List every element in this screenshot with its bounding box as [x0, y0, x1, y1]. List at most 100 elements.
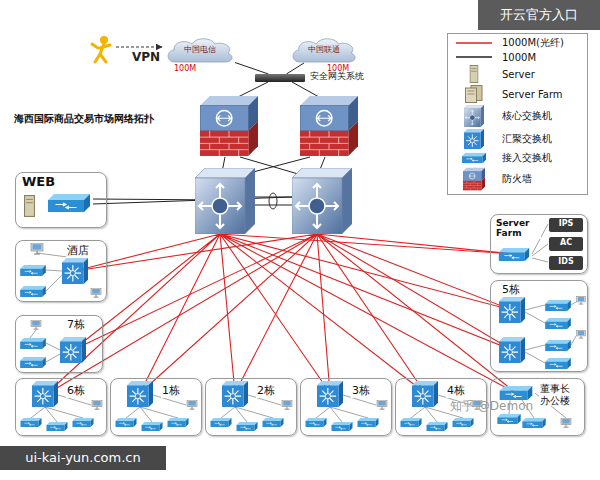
illustration-part: [453, 418, 474, 427]
illustration-part: [282, 400, 292, 409]
illustration-part: [92, 44, 110, 62]
legend-icon: [470, 65, 478, 82]
watermark: 知乎 @Demon: [450, 400, 533, 414]
illustration-part: [73, 418, 94, 427]
illustration-part: [21, 418, 42, 427]
illustration-part: [499, 297, 525, 323]
cloud-outline: [293, 39, 355, 62]
illustration-part: [545, 318, 571, 329]
legend-line: [456, 42, 492, 43]
network-link: [235, 63, 268, 74]
legend-icon: [463, 168, 485, 191]
zone-box: Server FarmIPSACIDS: [490, 214, 588, 274]
illustration-part: [91, 288, 101, 297]
legend-row: Server Farm: [448, 85, 563, 103]
cloud: 中国联通100M: [290, 38, 358, 63]
node-label: 中国电信: [184, 45, 216, 54]
legend-row: 汇聚交换机: [448, 129, 552, 149]
firewall: [200, 96, 258, 156]
link-bundle: [269, 193, 277, 209]
illustration-part: [92, 400, 102, 409]
building-box: 6栋: [15, 378, 107, 436]
illustration-part: [168, 418, 189, 427]
illustration-part: [32, 381, 58, 407]
legend-text: 核心交换机: [502, 109, 552, 123]
illustration-part: [401, 418, 422, 427]
node-label: IDS: [558, 257, 573, 266]
legend-icon: [466, 86, 483, 103]
legend-icon: [464, 105, 484, 127]
node-label: 3栋: [351, 385, 371, 398]
bandwidth-label: 100M: [173, 64, 197, 73]
node-label: 4栋: [446, 385, 466, 398]
node-label: 董事长 办公楼: [539, 383, 581, 406]
fiber-links: [45, 234, 516, 395]
legend-text: 1000M(光纤): [502, 36, 564, 50]
illustration-part: [412, 381, 438, 407]
illustration-part: [545, 300, 571, 311]
legend-sample: [454, 129, 494, 149]
illustration-part: [499, 248, 529, 261]
illustration-part: [545, 340, 571, 351]
illustration-part: [577, 296, 586, 304]
illustration-part: [427, 422, 448, 431]
illustration-part: [561, 418, 571, 427]
illustration-part: [358, 418, 379, 427]
illustration-part: [20, 338, 46, 349]
node-label: 中国联通: [308, 45, 340, 54]
building-box: 1栋: [110, 378, 202, 436]
illustration-part: [20, 286, 46, 297]
illustration-part: [31, 243, 43, 254]
illustration-part: [237, 422, 258, 431]
legend-sample: [454, 167, 494, 191]
vpn-user: [92, 36, 110, 62]
firewall: [300, 96, 358, 156]
cloud-outline: [168, 39, 232, 62]
illustration-part: [332, 422, 353, 431]
building-box: 酒店: [15, 240, 107, 302]
illustration-part: [545, 358, 571, 369]
legend-text: 汇聚交换机: [502, 132, 552, 146]
node-label: WEB: [21, 175, 56, 190]
illustration-part: [31, 320, 41, 329]
illustration-part: [62, 258, 88, 284]
fiber-links: [45, 234, 516, 395]
node-label: 5栋: [501, 284, 521, 297]
security-device: IDS: [549, 256, 583, 270]
watermark-banner: 开云官方入口: [478, 0, 600, 30]
node-label: 2栋: [256, 385, 276, 398]
legend-row: 1000M(光纤): [448, 37, 564, 49]
legend-icon: [464, 129, 484, 149]
zone-box: WEB: [15, 172, 107, 228]
illustration-part: [48, 194, 90, 212]
illustration-part: [31, 395, 471, 422]
legend-text: Server: [502, 69, 535, 80]
illustration-part: [211, 418, 232, 427]
diagram-title: 海西国际商品交易市场网络拓扑: [14, 113, 154, 125]
legend-text: Server Farm: [502, 89, 563, 100]
illustration-part: [499, 337, 525, 363]
legend-sample: [454, 85, 494, 103]
illustration-part: [187, 400, 197, 409]
illustration-part: [20, 357, 46, 368]
illustration-part: [500, 386, 533, 400]
watermark-banner: ui-kai-yun.com.cn: [0, 446, 166, 470]
illustration-part: [306, 418, 327, 427]
legend-text: 防火墙: [502, 172, 532, 186]
legend-box: 1000M(光纤)1000MServerServer Farm核心交换机汇聚交换…: [447, 33, 588, 195]
node-label: 6栋: [66, 385, 86, 398]
illustration-part: [497, 414, 520, 424]
legend-row: 接入交换机: [448, 151, 552, 165]
illustration-part: [222, 381, 248, 407]
network-link: [286, 63, 304, 74]
core-switch: [292, 168, 352, 234]
building-box: 7栋: [15, 315, 103, 373]
legend-row: Server: [448, 65, 535, 83]
illustration-part: [263, 418, 284, 427]
illustration-part: [577, 330, 586, 338]
security-device: AC: [549, 237, 583, 251]
legend-sample: [454, 151, 494, 165]
node-label: IPS: [559, 219, 574, 228]
legend-sample: [454, 105, 494, 127]
legend-line: [456, 56, 492, 57]
